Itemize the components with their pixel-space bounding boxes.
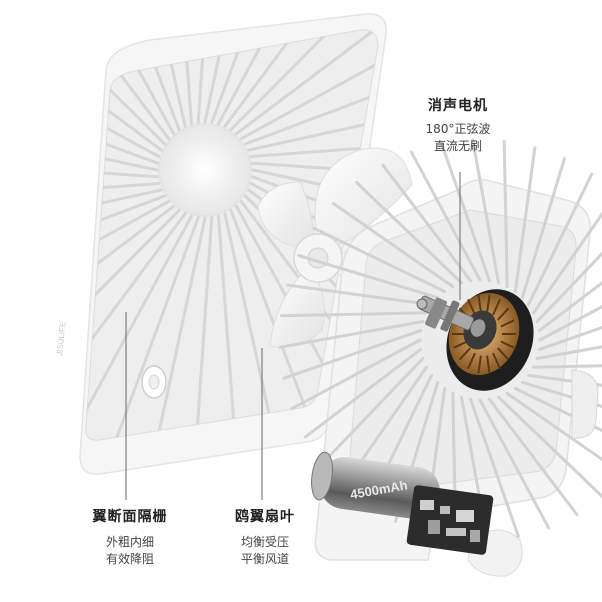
brushless-motor	[416, 289, 534, 391]
grille-hub	[158, 123, 252, 217]
grille-spoke	[251, 161, 379, 184]
motor-winding	[467, 298, 476, 316]
grille-spoke	[247, 89, 379, 152]
grille-spoke	[85, 29, 167, 146]
grille-spoke	[469, 397, 520, 538]
motor-winding	[497, 307, 510, 321]
grille-spoke	[251, 168, 379, 229]
grille-spoke	[497, 395, 602, 499]
grille-spoke	[210, 29, 308, 124]
grille-spoke	[537, 281, 602, 333]
grille-spoke	[471, 138, 500, 285]
grille-spoke	[85, 194, 167, 294]
grille-spoke	[290, 338, 422, 411]
grille-spoke	[85, 208, 181, 406]
grille-spoke	[332, 202, 455, 288]
grille-spoke	[85, 204, 176, 372]
grille-callout: 翼断面隔栅 外粗内细 有效降阻	[76, 506, 184, 568]
grille-spoke	[527, 172, 594, 307]
motor-winding	[500, 319, 515, 328]
motor-winding	[477, 355, 482, 374]
grille-spoke	[85, 67, 159, 165]
grille-spoke	[85, 199, 171, 335]
grille-spoke	[303, 347, 423, 439]
motor-callout-line-2: 直流无刷	[433, 139, 482, 153]
grille-spoke	[312, 226, 447, 293]
grille-spoke	[520, 157, 566, 300]
grille-spoke	[502, 140, 509, 288]
grille-spoke	[478, 398, 551, 530]
battery-cell: 4500mAh	[311, 451, 440, 519]
grille-spoke	[234, 29, 379, 136]
grille-spoke	[85, 182, 161, 206]
motor-winding	[486, 294, 491, 313]
grille-spoke	[409, 150, 482, 282]
grille-spoke	[487, 397, 579, 517]
grille-spoke	[321, 357, 425, 465]
motor-winding	[500, 340, 515, 349]
motor-callout: 消声电机 180°正弦波 直流无刷	[412, 95, 504, 155]
grille-spoke	[85, 188, 163, 251]
grille-spoke	[146, 216, 207, 441]
blade-callout-line-1: 均衡受压	[240, 535, 289, 549]
grille-spoke	[85, 29, 181, 132]
motor-winding	[453, 340, 468, 349]
grille-spoke	[217, 29, 351, 126]
circuit-board	[406, 485, 494, 555]
motor-winding	[486, 355, 491, 374]
brand-mark: JISULIFE	[55, 321, 68, 356]
grille-spoke	[85, 111, 159, 172]
grille-spoke	[85, 29, 176, 136]
grille-spoke	[85, 29, 161, 158]
grille-spoke	[297, 254, 440, 300]
grille-spoke	[217, 214, 241, 441]
grille-spoke	[223, 29, 379, 128]
motor-callout-title: 消声电机	[428, 98, 488, 114]
grille-spoke	[203, 29, 264, 124]
grille-spoke	[513, 146, 537, 293]
blade-callout-line-2: 平衡风道	[240, 552, 289, 566]
grille-callout-line-1: 外粗内细	[105, 535, 154, 549]
grille-spoke	[286, 283, 433, 307]
grille-spoke	[85, 156, 159, 179]
blade-callout: 鸥翼扇叶 均衡受压 平衡风道	[220, 506, 310, 568]
grille-spoke	[280, 311, 428, 318]
grille-spoke	[85, 29, 163, 152]
motor-winding	[477, 294, 482, 313]
motor-callout-line-1: 180°正弦波	[425, 122, 491, 136]
grille-spoke	[239, 29, 379, 141]
grille-spoke	[249, 134, 379, 158]
motor-winding	[467, 352, 476, 370]
grille-spoke	[381, 163, 473, 283]
grille-spoke	[278, 320, 425, 349]
grille-spoke	[532, 364, 602, 369]
grille-spoke	[538, 305, 602, 342]
grille-spoke	[124, 29, 187, 128]
motor-winding	[492, 298, 501, 316]
motor-winding	[458, 347, 471, 361]
grille-spoke	[282, 329, 423, 380]
grille-spoke	[102, 216, 200, 441]
grille-spoke	[85, 29, 171, 141]
grille-spoke	[85, 212, 187, 435]
motor-winding	[492, 352, 501, 370]
grille-spoke	[535, 345, 602, 360]
grille-spoke	[505, 392, 602, 462]
grille-spoke	[537, 325, 602, 351]
grille-callout-line-2: 有效降阻	[105, 552, 154, 566]
grille-callout-title: 翼断面隔栅	[92, 509, 168, 525]
grille-spoke	[527, 373, 602, 387]
grille-spoke	[191, 216, 214, 441]
motor-winding	[497, 347, 510, 361]
grille-spoke	[169, 29, 193, 126]
grille-spoke	[440, 142, 491, 283]
grille-spoke	[355, 181, 463, 285]
grille-spoke	[535, 251, 602, 323]
grille-spoke	[196, 29, 219, 124]
blade-callout-title: 鸥翼扇叶	[235, 509, 295, 525]
grille-spoke	[532, 211, 602, 315]
